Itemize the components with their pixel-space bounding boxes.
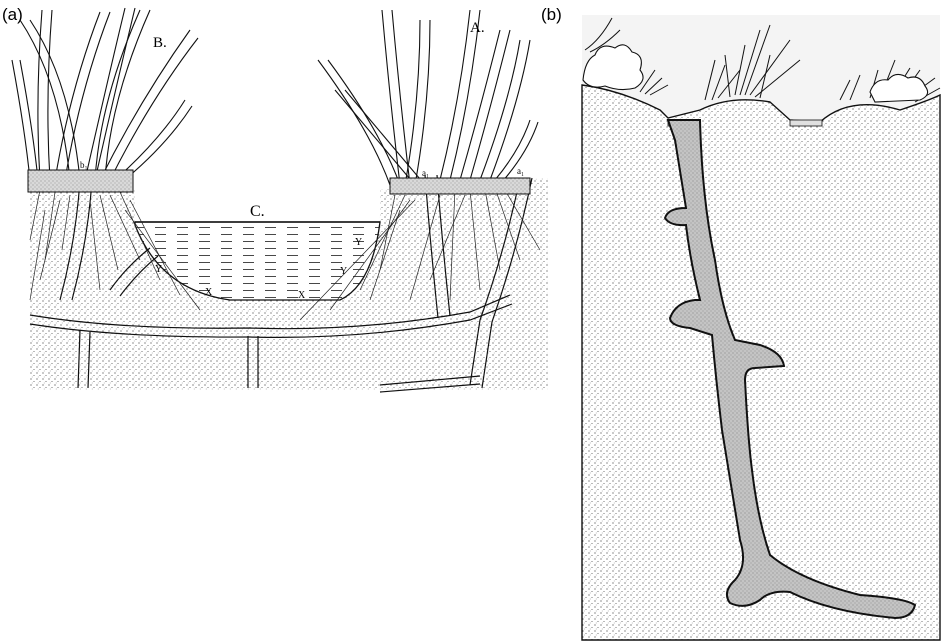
tussock-a-base bbox=[390, 178, 530, 194]
tussock-a-leaves bbox=[318, 10, 538, 185]
marker-a1-left: a₁ bbox=[422, 168, 429, 178]
tussock-b-leaves bbox=[12, 8, 198, 182]
panel-a-illustration: B. A. C. Y Y Y X X b₁ a₁ a₁ bbox=[12, 8, 548, 392]
marker-x-left: X bbox=[205, 287, 213, 298]
marker-y-left: Y bbox=[155, 264, 162, 275]
surface-water-right bbox=[790, 120, 822, 126]
marker-y-right-top: Y bbox=[355, 237, 362, 248]
marker-x-right: X bbox=[298, 290, 306, 301]
label-pool: C. bbox=[250, 203, 265, 220]
marker-b1: b₁ bbox=[80, 160, 88, 170]
label-tussock-b: B. bbox=[153, 35, 167, 51]
tussock-b-base bbox=[28, 170, 133, 192]
label-tussock-a: A. bbox=[470, 20, 485, 36]
marker-y-right-bottom: Y bbox=[340, 266, 347, 277]
panel-b-illustration bbox=[582, 15, 940, 640]
marker-a1-right: a₁ bbox=[517, 166, 524, 176]
